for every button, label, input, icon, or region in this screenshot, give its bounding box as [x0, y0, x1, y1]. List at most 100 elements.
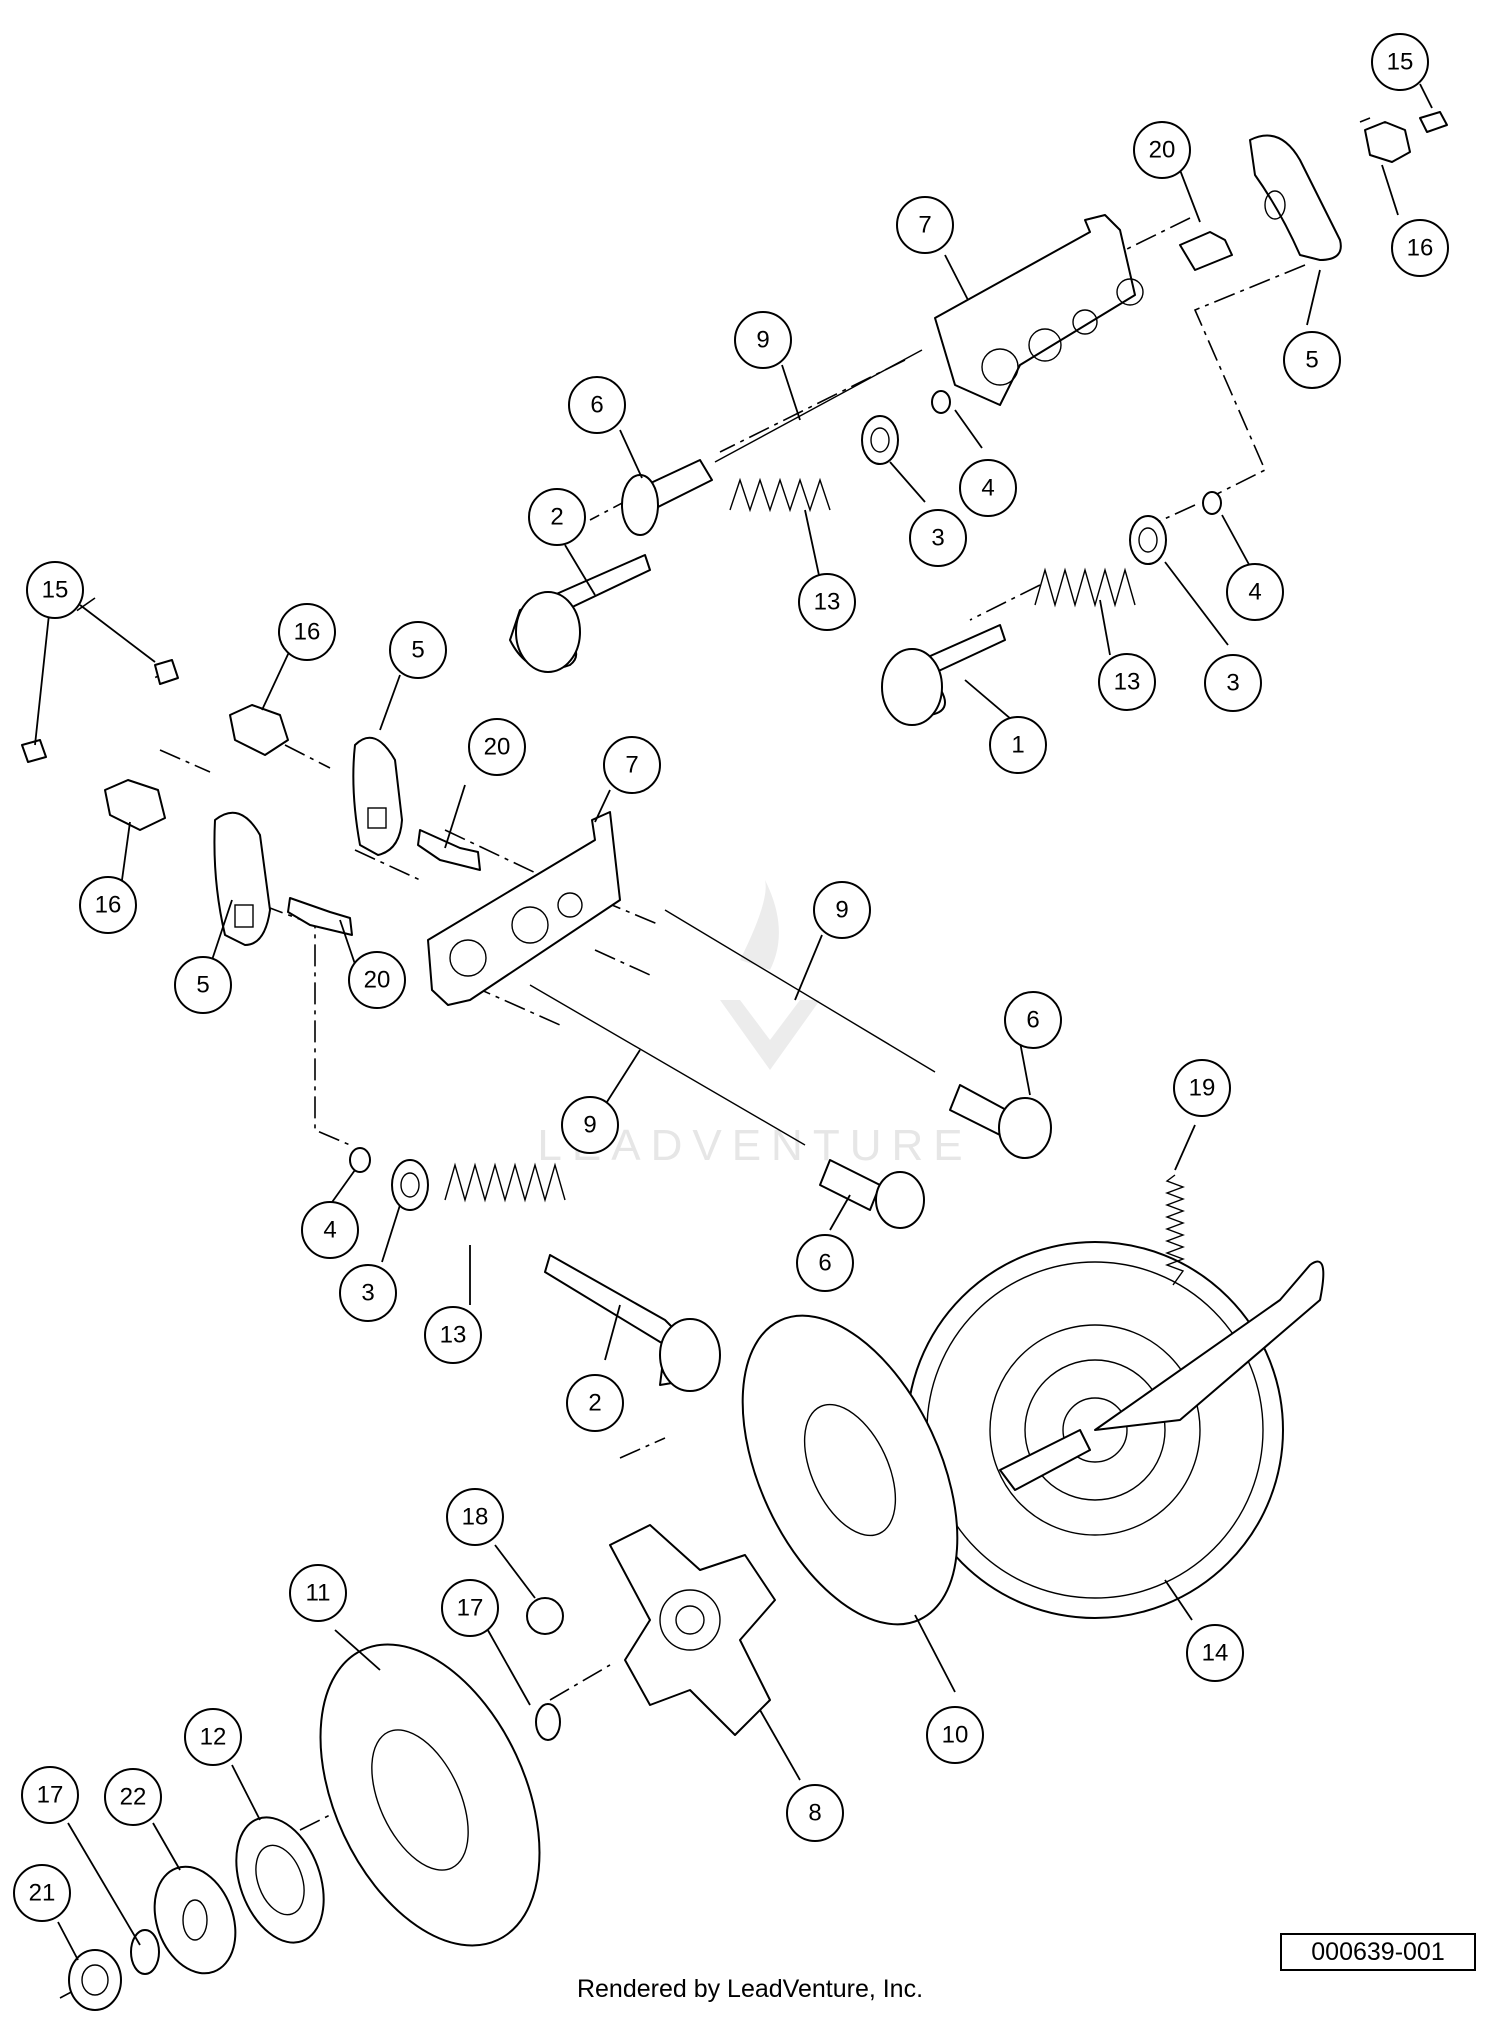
- callout-label: 20: [1149, 137, 1176, 164]
- callout-label: 3: [1226, 670, 1239, 697]
- callout-4: 4: [959, 459, 1017, 517]
- callout-label: 16: [1407, 235, 1434, 262]
- push-rod-left-2: [529, 984, 806, 1146]
- snap-ring-17a: [535, 1703, 561, 1741]
- ball-18: [526, 1597, 564, 1635]
- callout-label: 5: [196, 972, 209, 999]
- callout-11: 11: [289, 1564, 347, 1622]
- callout-label: 4: [323, 1217, 336, 1244]
- callout-5: 5: [1283, 331, 1341, 389]
- callout-21: 21: [13, 1864, 71, 1922]
- callout-6: 6: [1004, 991, 1062, 1049]
- callout-7: 7: [896, 196, 954, 254]
- callout-13: 13: [424, 1306, 482, 1364]
- callout-label: 7: [918, 212, 931, 239]
- washer-22: [153, 1865, 237, 1975]
- callout-label: 13: [814, 589, 841, 616]
- render-credit: Rendered by LeadVenture, Inc.: [576, 1975, 924, 2003]
- callout-18: 18: [446, 1488, 504, 1546]
- callout-19: 19: [1173, 1059, 1231, 1117]
- callout-17: 17: [21, 1766, 79, 1824]
- push-rod-upper: [714, 349, 923, 463]
- callout-label: 17: [37, 1782, 64, 1809]
- callout-label: 14: [1202, 1640, 1229, 1667]
- callout-5: 5: [389, 621, 447, 679]
- callout-3: 3: [339, 1264, 397, 1322]
- callout-13: 13: [1098, 653, 1156, 711]
- rocker-arm-upper: [1249, 134, 1342, 261]
- callout-22: 22: [104, 1768, 162, 1826]
- callout-9: 9: [813, 881, 871, 939]
- callout-2: 2: [566, 1374, 624, 1432]
- callout-10: 10: [926, 1706, 984, 1764]
- callout-label: 6: [818, 1250, 831, 1277]
- callout-label: 4: [1248, 579, 1261, 606]
- flyweight-plate: [609, 1524, 776, 1736]
- callout-label: 22: [120, 1784, 147, 1811]
- callout-6: 6: [568, 376, 626, 434]
- callout-label: 6: [590, 392, 603, 419]
- callout-15: 15: [26, 561, 84, 619]
- callout-label: 19: [1189, 1075, 1216, 1102]
- nut-left-2: [104, 779, 166, 831]
- callout-2: 2: [528, 488, 586, 546]
- callout-label: 16: [294, 619, 321, 646]
- callout-label: 20: [484, 734, 511, 761]
- callout-label: 13: [440, 1322, 467, 1349]
- callout-7: 7: [603, 736, 661, 794]
- callout-20: 20: [348, 951, 406, 1009]
- callout-12: 12: [184, 1708, 242, 1766]
- callout-4: 4: [301, 1201, 359, 1259]
- valve-spring-upper-1: [729, 477, 831, 513]
- callout-label: 9: [583, 1112, 596, 1139]
- callout-label: 21: [29, 1880, 56, 1907]
- bearing-12: [235, 1816, 325, 1944]
- seal-21: [68, 1949, 122, 2011]
- callout-label: 1: [1011, 732, 1024, 759]
- callout-label: 11: [306, 1580, 331, 1607]
- callout-label: 8: [808, 1800, 821, 1827]
- callout-15: 15: [1371, 33, 1429, 91]
- callout-label: 2: [588, 1390, 601, 1417]
- callout-3: 3: [909, 509, 967, 567]
- nut-upper: [1364, 121, 1411, 163]
- callout-label: 15: [1387, 49, 1414, 76]
- push-rod-left-1: [664, 909, 936, 1073]
- callout-label: 13: [1114, 669, 1141, 696]
- nut-left-1: [229, 704, 289, 756]
- callouts: 15 20 7 16 9 6 5 4 2 3 4 13 3 13 1 15 16…: [13, 33, 1449, 1922]
- callout-label: 15: [42, 577, 69, 604]
- callout-label: 6: [1026, 1007, 1039, 1034]
- callout-20: 20: [468, 718, 526, 776]
- callout-9: 9: [734, 311, 792, 369]
- valve-spring-left: [444, 1162, 566, 1203]
- part-drawings: [21, 111, 1448, 2011]
- callout-label: 9: [756, 327, 769, 354]
- valve-spring-upper-2: [1034, 567, 1136, 608]
- callout-1: 1: [989, 716, 1047, 774]
- callout-label: 4: [981, 475, 994, 502]
- callout-label: 3: [931, 525, 944, 552]
- rocker-bracket-upper: [934, 214, 1136, 406]
- camshaft-gear: [906, 1241, 1325, 1619]
- callout-17: 17: [441, 1579, 499, 1637]
- callout-label: 5: [411, 637, 424, 664]
- callout-label: 9: [835, 897, 848, 924]
- figure-id-box: 000639-001: [1280, 1933, 1476, 1971]
- callout-label: 3: [361, 1280, 374, 1307]
- callout-label: 12: [200, 1724, 227, 1751]
- leader-lines: [34, 83, 1433, 1961]
- callout-label: 7: [625, 752, 638, 779]
- callout-6: 6: [796, 1234, 854, 1292]
- callout-label: 10: [942, 1722, 969, 1749]
- plate-11: [319, 1643, 541, 1947]
- callout-label: 2: [550, 504, 563, 531]
- callout-label: 20: [364, 967, 391, 994]
- callout-3: 3: [1204, 654, 1262, 712]
- callout-9: 9: [561, 1096, 619, 1154]
- callout-label: 16: [95, 892, 122, 919]
- callout-16: 16: [1391, 219, 1449, 277]
- callout-16: 16: [79, 876, 137, 934]
- callout-20: 20: [1133, 121, 1191, 179]
